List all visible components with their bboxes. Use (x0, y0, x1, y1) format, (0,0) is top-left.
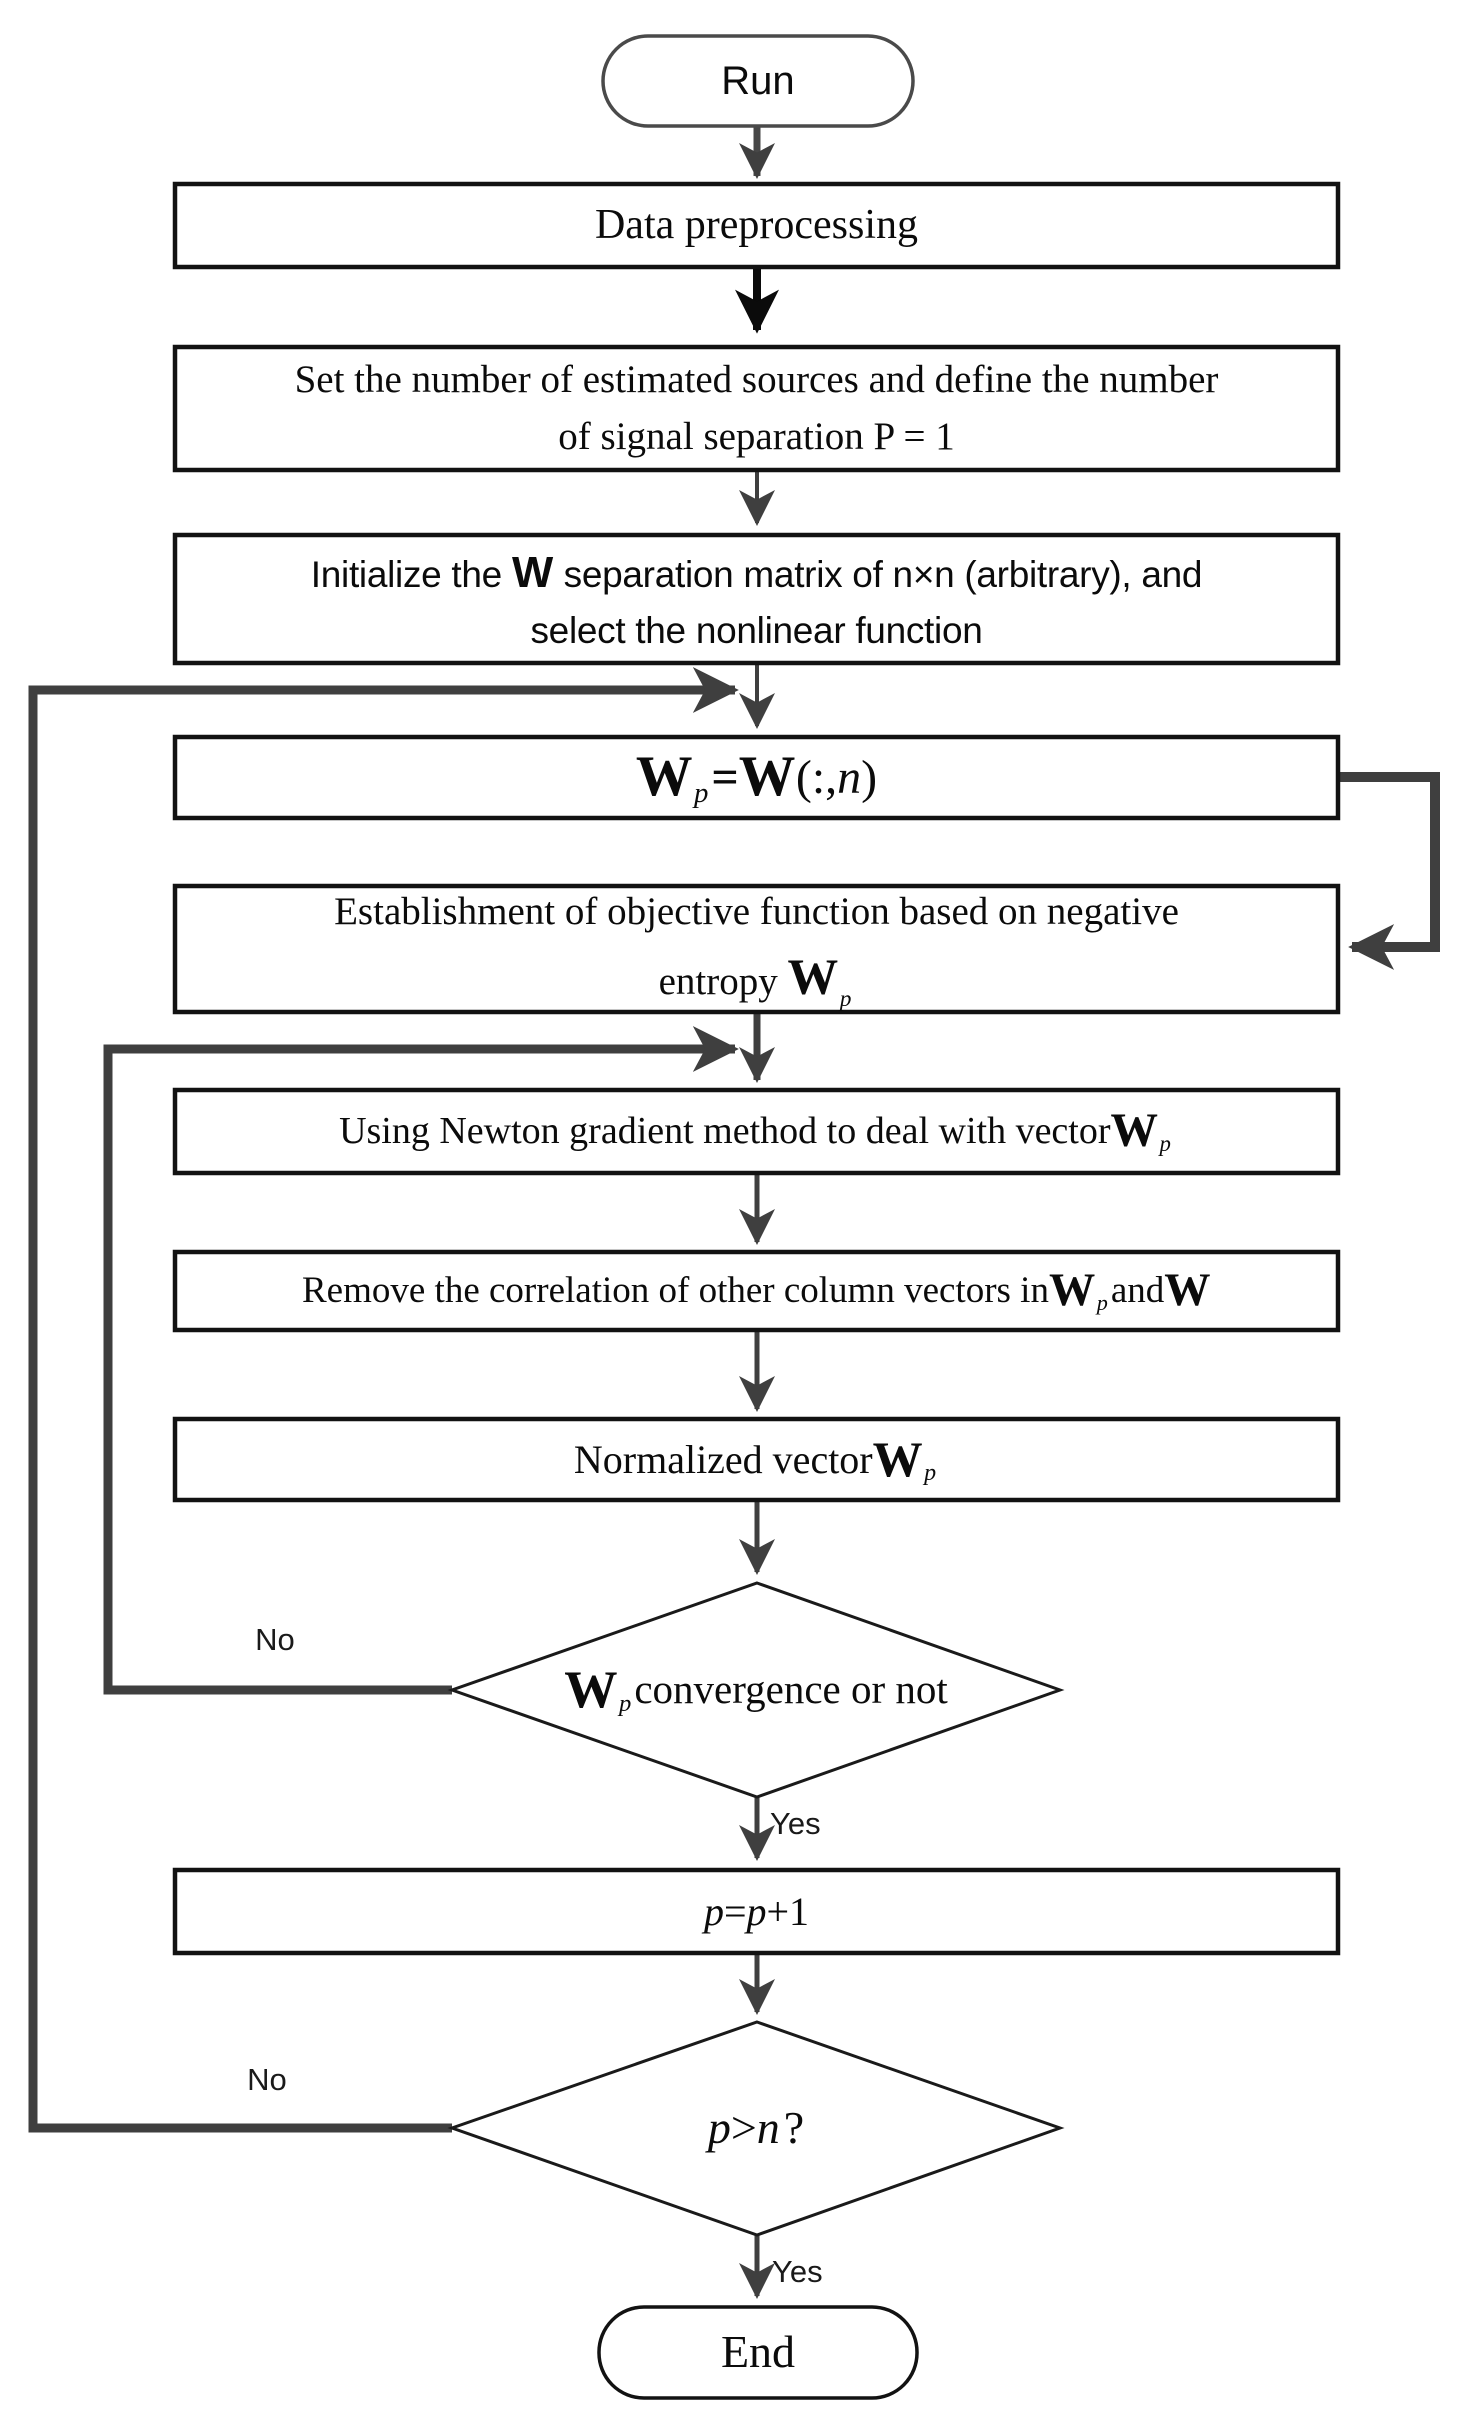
decorrelate-mid: and (1110, 1270, 1165, 1312)
wp-assign-args-open: (:, (795, 750, 838, 804)
compare-yes-text: Yes (772, 2253, 823, 2289)
initialize-w-symbol: W (511, 547, 554, 597)
objective-box-shape (172, 883, 1341, 1015)
set-sources-box-shape (172, 344, 1341, 473)
compare-question-mark: ? (783, 2101, 805, 2153)
initialize-node-label: Initialize the W separation matrix of n×… (175, 535, 1338, 663)
objective-node-label: Establishment of objective function base… (175, 886, 1338, 1012)
compare-yes-label: Yes (772, 2252, 882, 2292)
initialize-box-shape (172, 532, 1341, 666)
end-label-text: End (720, 2326, 796, 2378)
preprocess-box-shape (172, 181, 1341, 270)
increment-p2-symbol: p (746, 1888, 767, 1934)
wp-assign-w2-symbol: W (738, 746, 796, 809)
initialize-line1-pre: Initialize the (310, 553, 512, 595)
end-terminator-shape (597, 2305, 919, 2400)
convergence-yes-text: Yes (770, 1805, 821, 1841)
wp-assign-box-shape (172, 734, 1341, 821)
initialize-line1: Initialize the W separation matrix of n×… (310, 541, 1203, 604)
objective-w-symbol: W (787, 948, 839, 1005)
loop-compare-no-to-wp-assign (28, 667, 739, 2133)
compare-no-label: No (205, 2058, 329, 2102)
decorrelate-box-shape (172, 1249, 1341, 1333)
decorrelate-node-label: Remove the correlation of other column v… (175, 1252, 1338, 1330)
objective-line1: Establishment of objective function base… (334, 889, 1179, 933)
increment-suffix: +1 (766, 1888, 810, 1934)
increment-box-shape (172, 1867, 1341, 1956)
set-sources-line1: Set the number of estimated sources and … (294, 357, 1219, 401)
objective-subscript-p: p (839, 986, 852, 1013)
loop-wp-assign-to-objective (1338, 772, 1440, 970)
newton-pre: Using Newton gradient method to deal wit… (339, 1109, 1111, 1152)
decorrelate-w1-symbol: W (1048, 1265, 1096, 1317)
convergence-no-label: No (213, 1618, 337, 1662)
increment-node-label: p=p+1 (175, 1870, 1338, 1953)
convergence-question-text: convergence or not (634, 1666, 948, 1713)
wp-assign-n-symbol: n (837, 750, 862, 804)
compare-no-text: No (247, 2061, 287, 2097)
compare-n-symbol: n (756, 2101, 780, 2153)
compare-p-symbol: p (707, 2101, 731, 2153)
start-label-text: Run (721, 59, 795, 103)
set-sources-line2: of signal separation P = 1 (558, 414, 955, 458)
convergence-w-symbol: W (564, 1660, 619, 1720)
decorrelate-pre: Remove the correlation of other column v… (302, 1270, 1049, 1312)
wp-assign-args-close: ) (861, 750, 878, 804)
preprocess-node-label: Data preprocessing (175, 184, 1338, 267)
wp-assign-w1-symbol: W (635, 746, 693, 809)
increment-p1-symbol: p (703, 1888, 724, 1934)
convergence-yes-label: Yes (770, 1804, 880, 1844)
decorrelate-w2-symbol: W (1164, 1265, 1211, 1317)
start-terminator-shape (601, 34, 915, 128)
convergence-no-text: No (255, 1621, 295, 1657)
set-sources-node-label: Set the number of estimated sources and … (175, 347, 1338, 470)
compare-operator: > (730, 2101, 757, 2153)
newton-node-label: Using Newton gradient method to deal wit… (175, 1090, 1338, 1173)
loop-convergence-no-to-newton (103, 1026, 739, 1695)
normalize-box-shape (172, 1416, 1341, 1503)
convergence-decision-shape (447, 1581, 1065, 1799)
preprocess-label-text: Data preprocessing (594, 202, 919, 249)
end-node-label: End (599, 2307, 917, 2398)
wp-assign-equals: = (711, 750, 739, 804)
newton-box-shape (172, 1087, 1341, 1176)
initialize-line1-post: separation matrix of n×n (arbitrary), an… (553, 553, 1203, 595)
normalize-pre: Normalized vector (573, 1436, 873, 1482)
start-node-label: Run (603, 36, 913, 126)
newton-w-symbol: W (1110, 1105, 1159, 1158)
compare-decision-shape (447, 2020, 1065, 2237)
initialize-line2: select the nonlinear function (530, 609, 983, 651)
increment-equals: = (723, 1888, 747, 1934)
normalize-w-symbol: W (872, 1431, 924, 1488)
objective-line2: entropy Wp (659, 941, 855, 1015)
objective-line2-pre: entropy (658, 959, 788, 1003)
compare-decision-label: p > n? (452, 2070, 1060, 2186)
